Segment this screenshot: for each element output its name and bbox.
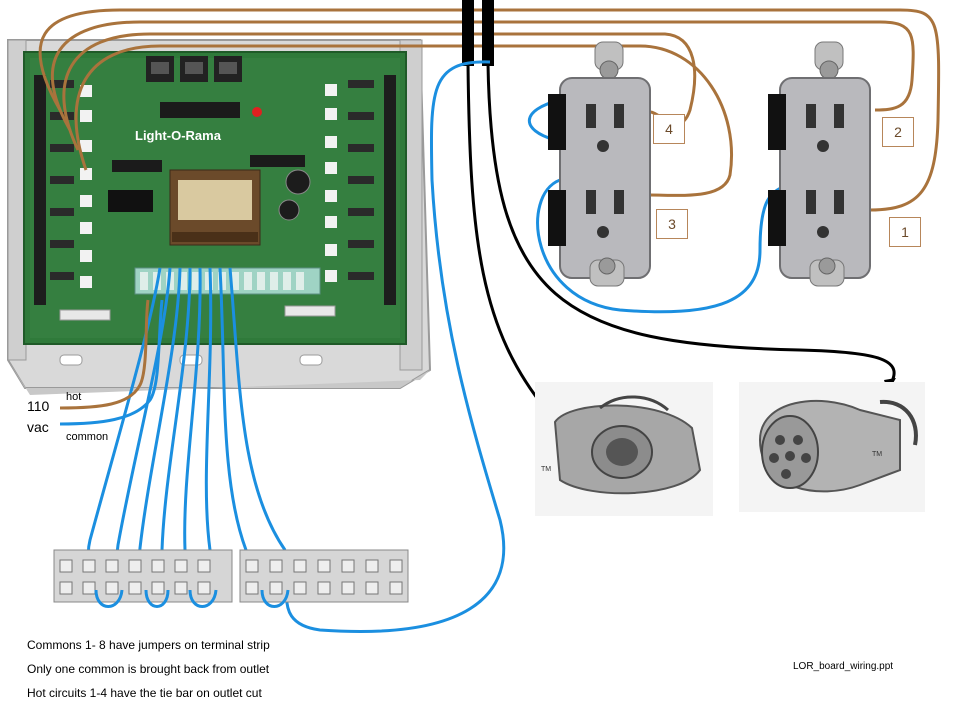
common-wire-label: common (66, 431, 109, 443)
outlet-circuit-label: 2 (882, 117, 914, 147)
transformer (169, 169, 261, 246)
common-wires (59, 60, 791, 633)
terminal-strip-left (53, 549, 233, 603)
right-channel-leds (325, 84, 337, 282)
voltage-unit-label: vac (27, 419, 49, 435)
trailer-socket: TM (535, 382, 713, 516)
outlet-right (768, 41, 871, 287)
board-logo: Light-O-Rama (135, 128, 222, 143)
supply-hot-wire (59, 299, 150, 410)
hot-wire-label: hot (66, 391, 82, 403)
trailer-plug: TM (739, 382, 925, 512)
rj45-jacks (146, 56, 242, 82)
right-triacs (348, 75, 396, 305)
controller-board: Light-O-Rama (7, 39, 432, 395)
cables (462, 0, 896, 420)
voltage-label: 110 (27, 398, 50, 414)
board-terminal-block (134, 267, 321, 295)
svg-text:TM: TM (541, 466, 551, 473)
outlet-left (548, 41, 651, 287)
file-name-label: LOR_board_wiring.ppt (793, 661, 894, 672)
outlet-circuit-label: 4 (653, 114, 685, 144)
note-line: Only one common is brought back from out… (27, 662, 270, 676)
note-line: Commons 1- 8 have jumpers on terminal st… (27, 638, 270, 652)
left-channel-leds (80, 85, 92, 288)
terminal-jumpers (94, 589, 290, 608)
svg-text:TM: TM (872, 451, 882, 458)
terminal-strip-right (239, 549, 409, 603)
note-line: Hot circuits 1-4 have the tie bar on out… (27, 686, 262, 700)
outlet-circuit-label: 3 (656, 209, 688, 239)
outlet-circuit-label: 1 (889, 217, 921, 247)
